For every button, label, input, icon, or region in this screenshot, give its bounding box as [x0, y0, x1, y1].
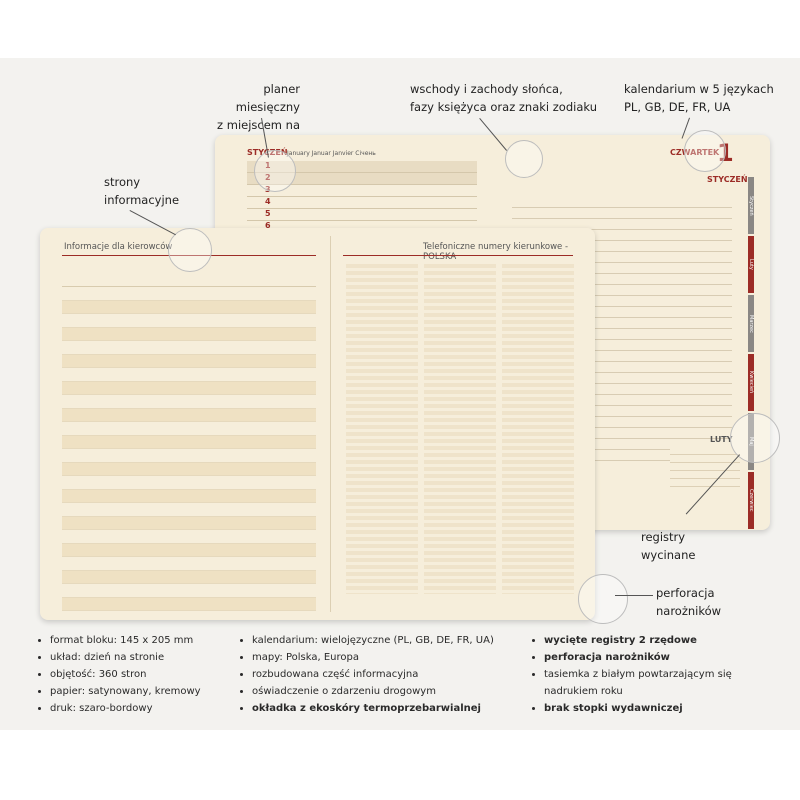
feature-item: rozbudowana część informacyjna: [252, 666, 494, 683]
phone-column-3: [502, 264, 574, 594]
month-label-right: STYCZEŃ: [707, 175, 748, 184]
annotation-perforation: perforacja narożników: [656, 584, 721, 620]
feature-item: brak stopki wydawniczej: [544, 700, 732, 717]
drivers-info-table: [62, 264, 316, 611]
info-spread-page: Informacje dla kierowców Telefoniczne nu…: [40, 228, 595, 620]
annotation-text: wschody i zachody słońca,: [410, 82, 563, 96]
feature-item: tasiemka z białym powtarzającym się: [544, 666, 732, 683]
annotation-text: registry: [641, 530, 686, 544]
feature-item: mapy: Polska, Europa: [252, 649, 494, 666]
tab-march[interactable]: Marzec: [748, 295, 754, 352]
feature-item: układ: dzień na stronie: [50, 649, 201, 666]
day-row: 4: [247, 197, 477, 209]
mini-calendar: [670, 447, 740, 492]
features-list-3: wycięte registry 2 rzędowe perforacja na…: [530, 632, 732, 717]
title-rule: [343, 255, 573, 256]
callout-circle-perforation: [578, 574, 628, 624]
callout-line: [615, 595, 653, 596]
phone-column-1: [346, 264, 418, 594]
annotation-calendar-langs: kalendarium w 5 językach PL, GB, DE, FR,…: [624, 80, 774, 116]
phone-codes-title: Telefoniczne numery kierunkowe - POLSKA: [423, 242, 569, 262]
annotation-text: planer miesięczny: [235, 82, 300, 114]
page-divider: [330, 236, 331, 612]
feature-item: objętość: 360 stron: [50, 666, 201, 683]
annotation-text: informacyjne: [104, 193, 180, 207]
callout-circle-languages: [684, 130, 726, 172]
tab-january[interactable]: Styczeń: [748, 177, 754, 234]
feature-item: kalendarium: wielojęzyczne (PL, GB, DE, …: [252, 632, 494, 649]
mini-calendar-title: LUTY: [710, 435, 733, 444]
tab-february[interactable]: Luty: [748, 236, 754, 293]
tab-april[interactable]: Kwiecień: [748, 354, 754, 411]
callout-circle-info: [168, 228, 212, 272]
annotation-text: PL, GB, DE, FR, UA: [624, 100, 731, 114]
feature-item: perforacja narożników: [544, 649, 732, 666]
annotation-text: wycinane: [641, 548, 696, 562]
feature-item: druk: szaro-bordowy: [50, 700, 201, 717]
annotation-sunrise: wschody i zachody słońca, fazy księżyca …: [410, 80, 597, 116]
feature-item: papier: satynowany, kremowy: [50, 683, 201, 700]
tab-june[interactable]: Czerwiec: [748, 472, 754, 529]
feature-item: okładka z ekoskóry termoprzebarwialnej: [252, 700, 494, 717]
annotation-text: strony: [104, 175, 141, 189]
feature-item: wycięte registry 2 rzędowe: [544, 632, 732, 649]
feature-item: nadrukiem roku: [544, 686, 623, 697]
annotation-text: kalendarium w 5 językach: [624, 82, 774, 96]
feature-item: oświadczenie o zdarzeniu drogowym: [252, 683, 494, 700]
callout-circle-sunrise: [505, 140, 543, 178]
register-tabs: Styczeń Luty Marzec Kwiecień Maj Czerwie…: [748, 177, 770, 531]
month-languages: January Januar Janvier Січень: [287, 150, 376, 157]
day-lines: [512, 197, 732, 461]
annotation-text: narożników: [656, 604, 722, 618]
callout-circle-planner: [254, 150, 296, 192]
annotation-registers: registry wycinane: [641, 528, 695, 564]
features-list-2: kalendarium: wielojęzyczne (PL, GB, DE, …: [238, 632, 494, 717]
annotation-text: perforacja: [656, 586, 715, 600]
phone-column-2: [424, 264, 496, 594]
annotation-text: fazy księżyca oraz znaki zodiaku: [410, 100, 597, 114]
feature-item: format bloku: 145 x 205 mm: [50, 632, 201, 649]
features-list-1: format bloku: 145 x 205 mm układ: dzień …: [36, 632, 201, 717]
annotation-info-pages: strony informacyjne: [104, 173, 179, 209]
drivers-info-title: Informacje dla kierowców: [64, 242, 173, 252]
day-row: 5: [247, 209, 477, 221]
